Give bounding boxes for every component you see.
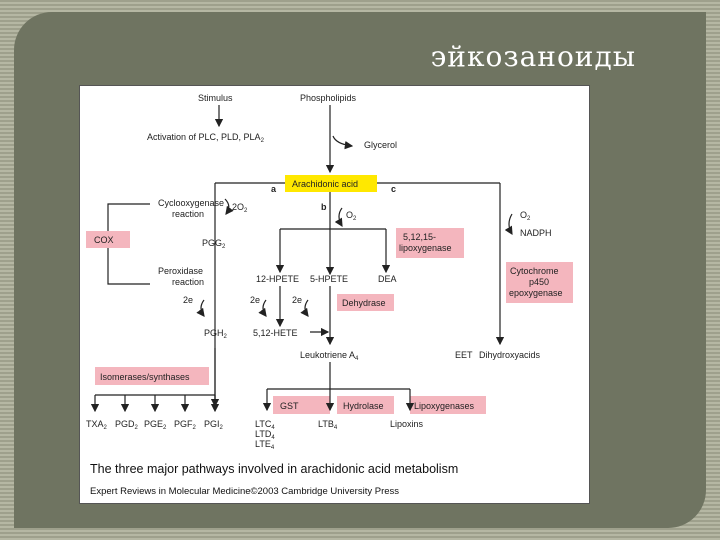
figure-source: Expert Reviews in Molecular Medicine©200… xyxy=(90,486,400,497)
label-2e-1: 2e xyxy=(183,295,193,305)
label-gst: GST xyxy=(280,401,299,411)
label-isomerases: Isomerases/synthases xyxy=(100,372,190,382)
label-leukotriene-a4: Leukotriene A4 xyxy=(300,350,359,362)
cox-box xyxy=(86,231,130,248)
pathway-diagram: Stimulus Phospholipids Activation of PLC… xyxy=(86,93,573,451)
lipoxygenases-box xyxy=(410,396,486,414)
label-lte4: LTE4 xyxy=(255,439,275,451)
label-dihydroxyacids: Dihydroxyacids xyxy=(479,350,541,360)
label-2e-3: 2e xyxy=(292,295,302,305)
label-glycerol: Glycerol xyxy=(364,140,397,150)
label-dehydrase: Dehydrase xyxy=(342,298,386,308)
dehydrase-box xyxy=(337,294,394,311)
label-arachidonic: Arachidonic acid xyxy=(292,179,358,189)
label-nadph: NADPH xyxy=(520,228,552,238)
label-path-a: a xyxy=(271,184,277,194)
label-ltb4: LTB4 xyxy=(318,419,338,431)
label-o2-b: O2 xyxy=(346,210,357,222)
label-path-c: c xyxy=(391,184,396,194)
lipoxygenase-515-box xyxy=(396,228,464,258)
label-2o2: 2O2 xyxy=(232,202,248,214)
gst-box xyxy=(273,396,330,414)
pathway-figure: Stimulus Phospholipids Activation of PLC… xyxy=(79,85,590,504)
label-ltc4: LTC4 xyxy=(255,419,275,431)
label-pgi2: PGI2 xyxy=(204,419,224,431)
label-12-hpete: 12-HPETE xyxy=(256,274,299,284)
label-txa2: TXA2 xyxy=(86,419,108,431)
label-reaction: reaction xyxy=(172,209,204,219)
label-cytochrome: Cytochrome xyxy=(510,266,559,276)
hydrolase-box xyxy=(337,396,394,414)
label-epoxygenase: epoxygenase xyxy=(509,288,563,298)
label-p450: p450 xyxy=(529,277,549,287)
label-dea: DEA xyxy=(378,274,397,284)
label-pgh2: PGH2 xyxy=(204,328,228,340)
label-hydrolase: Hydrolase xyxy=(343,401,384,411)
figure-caption: The three major pathways involved in ara… xyxy=(90,462,459,476)
label-peroxidase: Peroxidase xyxy=(158,266,203,276)
label-eet: EET xyxy=(455,350,473,360)
label-lipoxygenases: Lipoxygenases xyxy=(414,401,475,411)
label-phospholipids: Phospholipids xyxy=(300,93,357,103)
arachidonic-box xyxy=(285,175,377,192)
label-2e-2: 2e xyxy=(250,295,260,305)
label-cyclooxygenase: Cyclooxygenase xyxy=(158,198,224,208)
label-lipoxygenase: lipoxygenase xyxy=(399,243,452,253)
label-ltd4: LTD4 xyxy=(255,429,275,441)
label-hete: 5,12-HETE xyxy=(253,328,298,338)
label-pgd2: PGD2 xyxy=(115,419,139,431)
pathway-arrows xyxy=(90,105,513,413)
slide-title: эйкозаноиды xyxy=(430,40,636,73)
label-o2-c: O2 xyxy=(520,210,531,222)
label-reaction2: reaction xyxy=(172,277,204,287)
label-pge2: PGE2 xyxy=(144,419,167,431)
label-pgf2: PGF2 xyxy=(174,419,197,431)
label-activation: Activation of PLC, PLD, PLA2 xyxy=(147,132,265,144)
label-stimulus: Stimulus xyxy=(198,93,233,103)
label-pgg2: PGG2 xyxy=(202,238,226,250)
label-lipoxins: Lipoxins xyxy=(390,419,424,429)
label-cox: COX xyxy=(94,235,114,245)
label-lipox-515: 5,12,15- xyxy=(403,232,436,242)
label-5-hpete: 5-HPETE xyxy=(310,274,348,284)
cytochrome-box xyxy=(506,262,573,303)
isomerases-box xyxy=(95,367,209,385)
label-path-b: b xyxy=(321,202,327,212)
